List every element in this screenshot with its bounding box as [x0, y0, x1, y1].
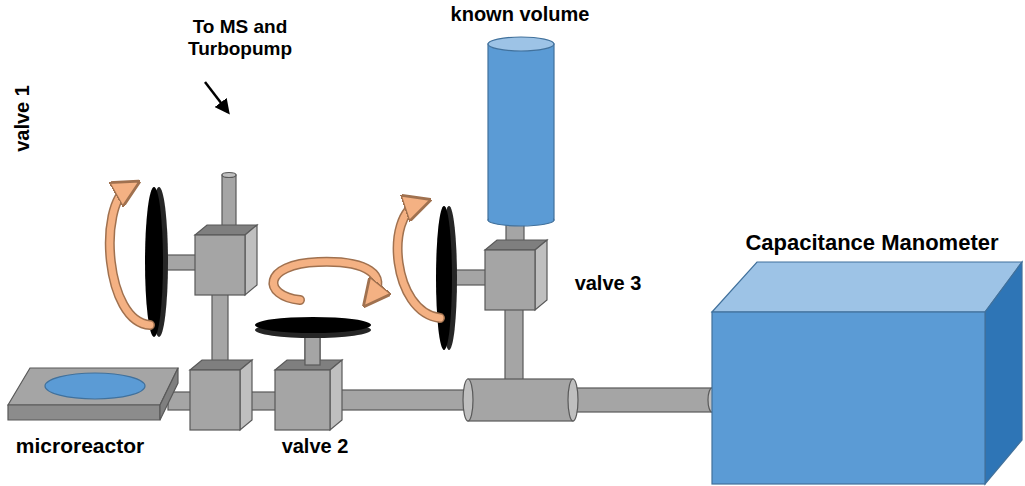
- part-label: Capacitance Manometer: [745, 230, 998, 255]
- microreactor-plate: [8, 368, 178, 405]
- junction-body: [240, 360, 252, 430]
- valve-handle: [255, 317, 371, 333]
- part-label: known volume: [451, 3, 590, 26]
- manometer-front: [712, 312, 985, 484]
- microreactor-well: [45, 373, 145, 399]
- part-label: To MS and Turbopump: [175, 16, 305, 60]
- microreactor-plate: [160, 368, 178, 420]
- valve-label: valve 3: [575, 272, 642, 295]
- valve-body: [245, 225, 257, 295]
- leader-arrow: [205, 82, 228, 112]
- valve-label: valve 2: [282, 435, 349, 458]
- pipe: [222, 175, 236, 230]
- valve-body: [330, 360, 342, 430]
- rotation-arrow: [110, 188, 150, 325]
- valve-body: [485, 250, 535, 310]
- pipe: [573, 388, 713, 412]
- rotation-arrow: [273, 262, 377, 300]
- cylinder-body: [489, 212, 553, 220]
- manometer-side: [985, 262, 1022, 484]
- manometer-top: [712, 262, 1022, 312]
- microreactor-plate: [8, 405, 160, 420]
- valve-label: valve 1: [11, 85, 34, 152]
- valve-stem: [452, 270, 487, 285]
- pipe: [505, 305, 523, 383]
- rotation-arrow: [273, 262, 377, 300]
- rotation-arrow: [398, 204, 440, 318]
- t-junction-end: [463, 379, 473, 421]
- valve-handle: [145, 187, 163, 337]
- rotation-arrow: [398, 204, 440, 318]
- cylinder-top: [488, 37, 554, 51]
- cylinder-body: [488, 44, 554, 220]
- pipe-end: [222, 173, 236, 178]
- pipe: [212, 292, 228, 366]
- valve-body: [275, 370, 330, 430]
- valve-handle: [436, 206, 452, 350]
- junction-body: [190, 370, 240, 430]
- valve-body: [535, 240, 547, 310]
- rotation-arrow: [110, 188, 150, 325]
- pipe: [328, 390, 470, 410]
- valve-body: [195, 235, 245, 295]
- t-junction: [468, 379, 573, 421]
- t-junction-end: [568, 379, 578, 421]
- part-label: microreactor: [16, 434, 144, 458]
